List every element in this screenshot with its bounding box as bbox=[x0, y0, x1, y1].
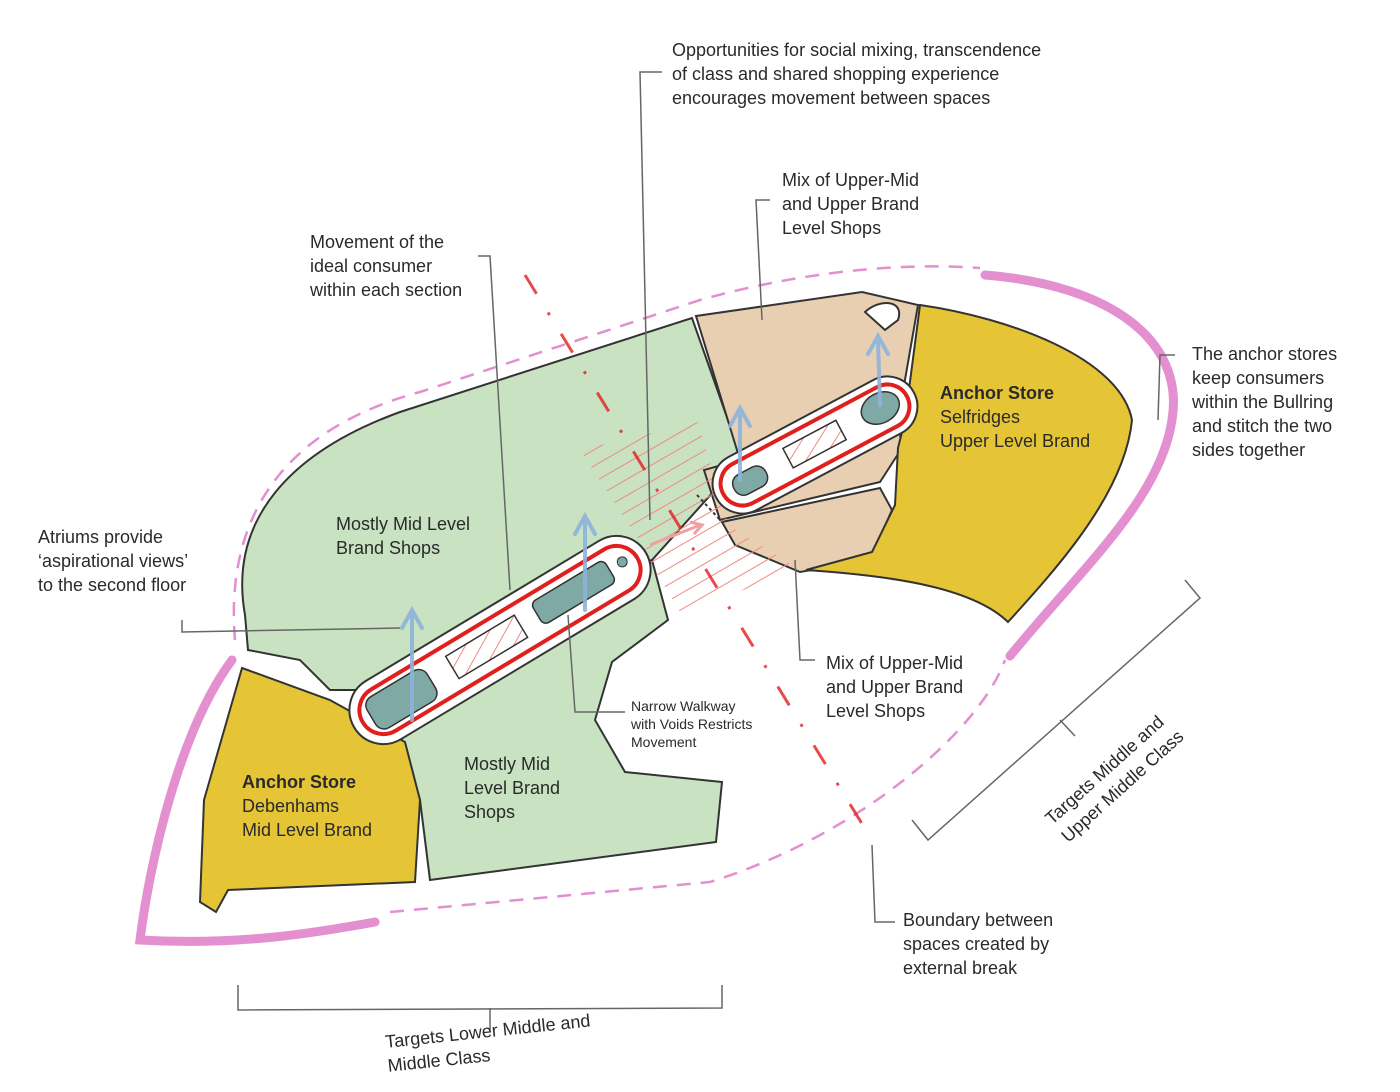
label-ideal-consumer: Movement of the ideal consumer within ea… bbox=[310, 230, 462, 302]
atrium-void bbox=[531, 560, 616, 624]
label-mix-bottom: Mix of Upper-Mid and Upper Brand Level S… bbox=[826, 651, 963, 723]
text-line: with Voids Restricts bbox=[631, 716, 753, 732]
tan-notch bbox=[863, 301, 901, 332]
text-line: within the Bullring bbox=[1192, 392, 1334, 412]
walkway-left bbox=[348, 534, 652, 746]
text-line: Boundary between bbox=[903, 910, 1054, 930]
label-atriums: Atriums provide ‘aspirational views’ to … bbox=[38, 525, 188, 597]
text-line: Mostly Mid bbox=[464, 754, 551, 774]
text-line: Level Brand bbox=[464, 778, 561, 798]
text-line: Brand Shops bbox=[336, 538, 441, 558]
label-anchor-stores: The anchor stores keep consumers within … bbox=[1192, 342, 1337, 462]
text-line: Movement bbox=[631, 734, 697, 750]
label-social-mixing: Opportunities for social mixing, transce… bbox=[672, 38, 1041, 110]
text-line: Anchor Store bbox=[940, 383, 1055, 403]
text-line: external break bbox=[903, 958, 1018, 978]
upward-arrows bbox=[400, 331, 890, 722]
label-selfridges: Anchor Store Selfridges Upper Level Bran… bbox=[940, 381, 1090, 453]
text-line: Movement of the bbox=[310, 232, 445, 252]
pink-boundary-right bbox=[980, 270, 1178, 661]
pink-boundary-left bbox=[134, 655, 380, 946]
text-line: Level Shops bbox=[826, 701, 926, 721]
text-line: sides together bbox=[1192, 440, 1306, 460]
text-line: Anchor Store bbox=[242, 772, 357, 792]
escalator-icon bbox=[781, 419, 848, 469]
text-line: The anchor stores bbox=[1192, 344, 1338, 364]
label-boundary: Boundary between spaces created by exter… bbox=[903, 908, 1053, 980]
label-narrow-walkway: Narrow Walkway with Voids Restricts Move… bbox=[631, 697, 752, 751]
text-line: Atriums provide bbox=[38, 527, 164, 547]
dashed-boundary-top bbox=[232, 265, 981, 641]
boundary-break-line bbox=[523, 274, 874, 841]
leader-lines bbox=[181, 71, 1202, 1030]
text-line: Level Shops bbox=[782, 218, 882, 238]
text-line: Shops bbox=[464, 802, 516, 822]
text-line: of class and shared shopping experience bbox=[672, 64, 1000, 84]
walkway-right bbox=[711, 375, 919, 515]
text-line: spaces created by bbox=[903, 934, 1050, 954]
text-line: within each section bbox=[310, 280, 463, 300]
text-line: ideal consumer bbox=[310, 256, 433, 276]
text-line: Narrow Walkway bbox=[631, 698, 736, 714]
dashed-boundary-bottom bbox=[389, 659, 1007, 914]
text-line: Upper Level Brand bbox=[940, 431, 1091, 451]
text-line: encourages movement between spaces bbox=[672, 88, 991, 108]
label-mostly-mid-top: Mostly Mid Level Brand Shops bbox=[336, 512, 470, 560]
escalator-icon bbox=[444, 614, 529, 680]
label-mostly-mid-bottom: Mostly Mid Level Brand Shops bbox=[464, 752, 560, 824]
text-line: and Upper Brand bbox=[782, 194, 920, 214]
movement-between-arrow bbox=[649, 520, 705, 547]
text-line: and stitch the two bbox=[1192, 416, 1333, 436]
label-mix-top: Mix of Upper-Mid and Upper Brand Level S… bbox=[782, 168, 919, 240]
selfridges-anchor bbox=[805, 303, 1134, 624]
text-line: Selfridges bbox=[940, 407, 1021, 427]
text-line: Mix of Upper-Mid bbox=[826, 653, 964, 673]
atrium-void bbox=[860, 391, 901, 426]
text-line: keep consumers bbox=[1192, 368, 1325, 388]
text-line: Debenhams bbox=[242, 796, 340, 816]
external-break-hatch bbox=[580, 422, 800, 612]
text-line: ‘aspirational views’ bbox=[38, 551, 189, 571]
text-line: Opportunities for social mixing, transce… bbox=[672, 40, 1042, 60]
text-line: to the second floor bbox=[38, 575, 187, 595]
text-line: and Upper Brand bbox=[826, 677, 964, 697]
text-line: Mid Level Brand bbox=[242, 820, 373, 840]
text-line: Mostly Mid Level bbox=[336, 514, 471, 534]
label-debenhams: Anchor Store Debenhams Mid Level Brand bbox=[242, 770, 372, 842]
text-line: Mix of Upper-Mid bbox=[782, 170, 920, 190]
